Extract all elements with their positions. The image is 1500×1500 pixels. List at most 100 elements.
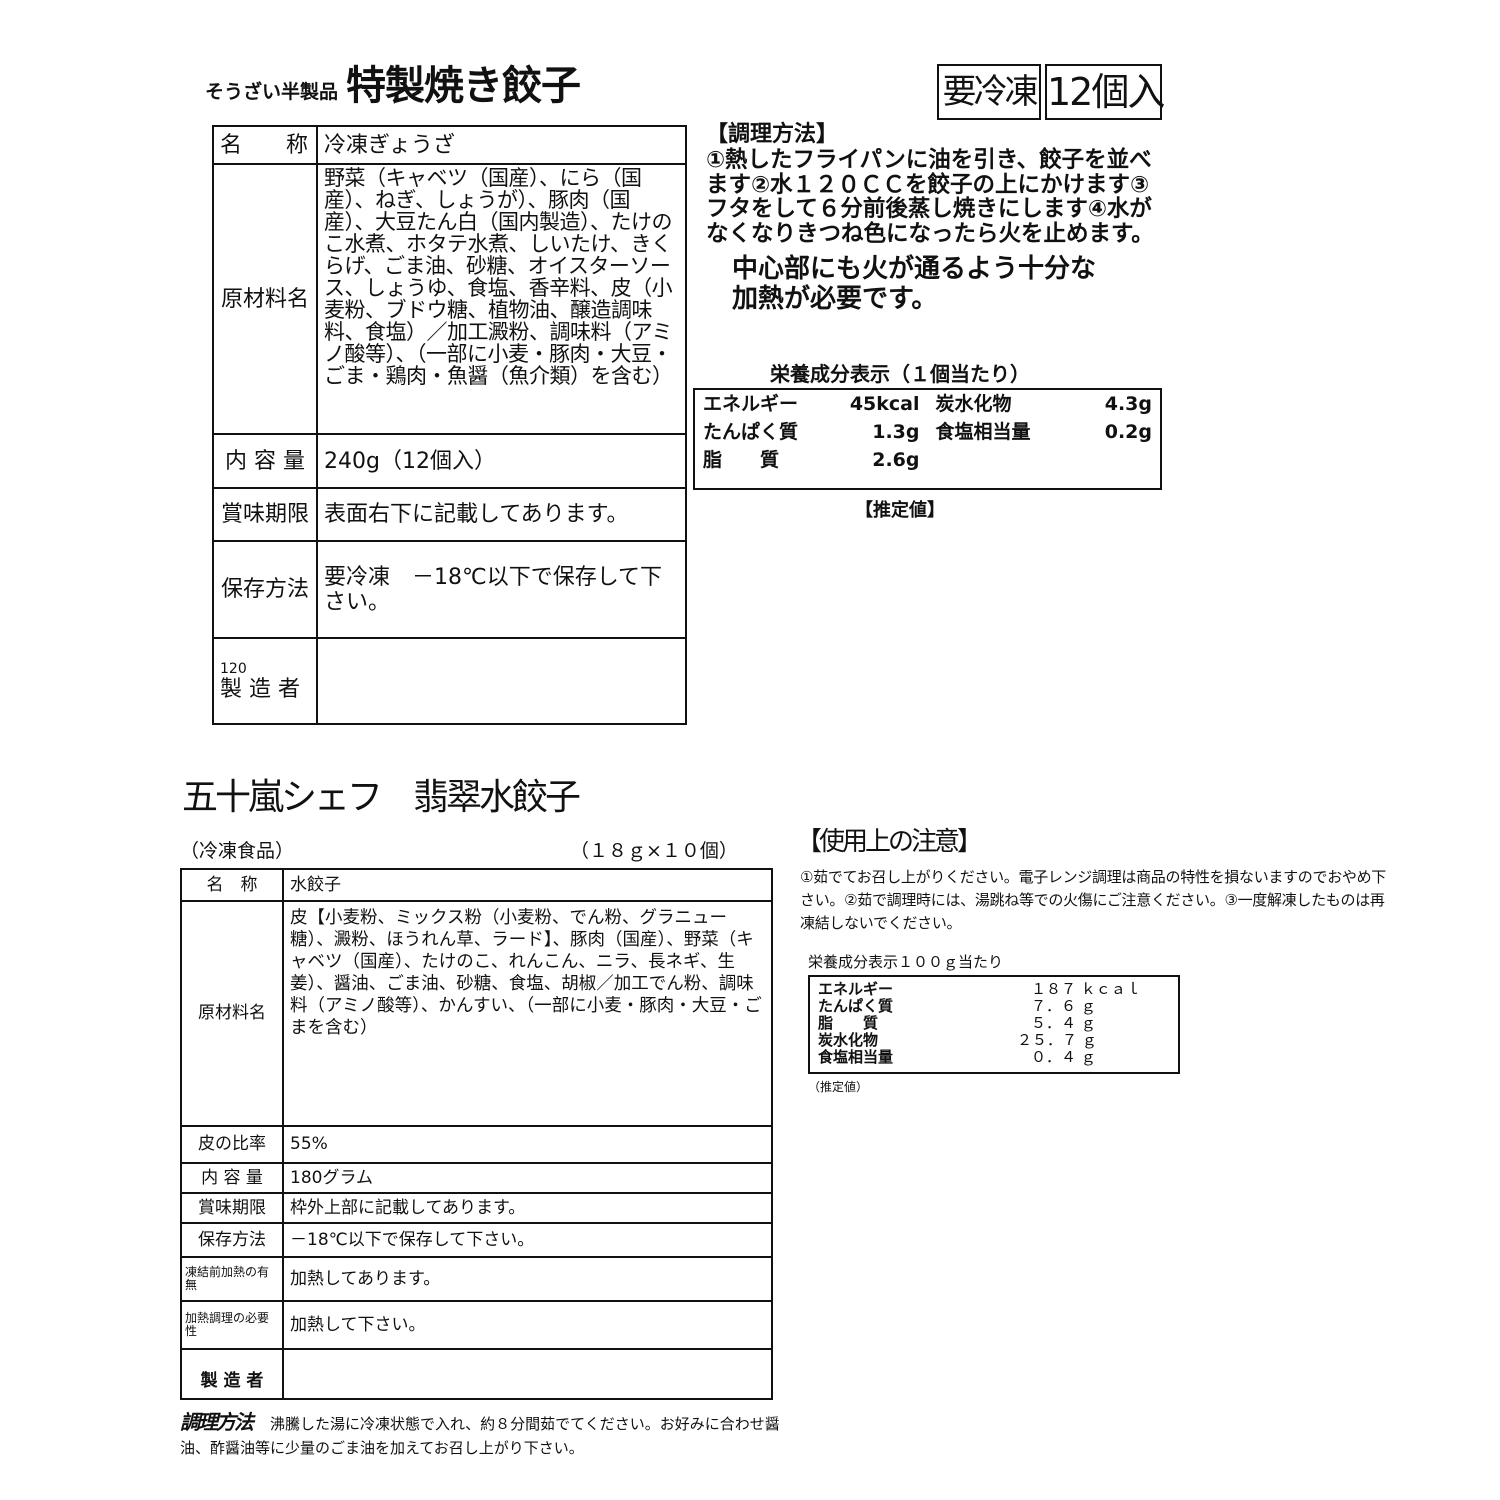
- nutrition-table: エネルギー １８７ ｋｃａｌ たんぱく質 ７．６ ｇ 脂 質 ５．４ ｇ 炭水化物 ２５…: [810, 981, 1149, 1066]
- nutrient-value: 45kcal: [849, 393, 920, 415]
- nutrient-name: 脂 質: [703, 449, 780, 471]
- cooking-heading: 【調理方法】: [706, 122, 839, 147]
- row-value: [282, 1348, 773, 1400]
- nutrient-name: エネルギー: [818, 980, 894, 998]
- table-row: 加熱調理の必要性加熱して下さい。: [180, 1300, 773, 1350]
- table-row: 賞味期限枠外上部に記載してあります。: [180, 1192, 773, 1224]
- nutrition-row: 炭水化物 ２５．７ ｇ: [810, 1032, 1149, 1049]
- nutrient-name: [928, 446, 1044, 474]
- row-label: 名 称: [180, 868, 284, 902]
- row-label: 製 造 者: [180, 1348, 284, 1400]
- row-label: 賞味期限: [180, 1192, 284, 1224]
- nutrition-row: たんぱく質 1.3g 食塩相当量 0.2g: [695, 418, 1160, 446]
- product1-subtitle: そうざい半製品: [205, 81, 339, 103]
- nutrition-row: エネルギー １８７ ｋｃａｌ: [810, 981, 1149, 998]
- nutrition-note: （推定値）: [808, 1080, 869, 1094]
- row-label: 原材料名: [180, 900, 284, 1127]
- table-row: 名 称水餃子: [180, 868, 773, 902]
- nutrition-table: エネルギー 45kcal 炭水化物 4.3g たんぱく質 1.3g 食塩相当量 0.2g 脂…: [695, 390, 1160, 474]
- cooking-text: 沸騰した湯に冷凍状態で入れ、約８分間茹でてください。お好みに合わせ醤油、酢醤油等…: [180, 1415, 780, 1457]
- row-value: 野菜（キャベツ（国産）、にら（国産）、ねぎ、しょうが）、豚肉（国産）、大豆たん白…: [316, 163, 687, 435]
- product2-title: 五十嵐シェフ 翡翠水餃子: [182, 777, 581, 818]
- nutrition-note: 【推定値】: [855, 500, 945, 521]
- row-label: 名 称: [212, 125, 318, 165]
- product2-cooking: 調理方法沸騰した湯に冷凍状態で入れ、約８分間茹でてください。お好みに合わせ醤油、…: [180, 1410, 780, 1460]
- row-label: 保存方法: [180, 1222, 284, 1258]
- badge-frozen: 要冷凍: [937, 64, 1041, 120]
- nutrition-row: 食塩相当量 ０．４ ｇ: [810, 1049, 1149, 1066]
- row-label-note: 120: [220, 660, 247, 677]
- nutrient-name: 食塩相当量: [935, 421, 1031, 443]
- nutrition-row: 脂 質 ５．４ ｇ: [810, 1015, 1149, 1032]
- product1-info-table: 名 称冷凍ぎょうざ 原材料名野菜（キャベツ（国産）、にら（国産）、ねぎ、しょうが…: [212, 125, 687, 725]
- nutrient-value: ２５．７ ｇ: [1017, 1031, 1097, 1049]
- product2-category: （冷凍食品）: [180, 840, 295, 862]
- table-row: 名 称冷凍ぎょうざ: [212, 125, 687, 165]
- row-label: 皮の比率: [180, 1125, 284, 1164]
- table-row: 凍結前加熱の有無加熱してあります。: [180, 1256, 773, 1302]
- nutrition-title: 栄養成分表示（１個当たり）: [770, 362, 1030, 386]
- product2-info-table: 名 称水餃子 原材料名皮【小麦粉、ミックス粉（小麦粉、でん粉、グラニュー糖）、澱…: [180, 868, 773, 1400]
- nutrient-value: [1044, 446, 1160, 474]
- nutrient-value: 0.2g: [1104, 421, 1152, 443]
- cooking-heading: 調理方法: [180, 1410, 254, 1434]
- row-label: 原材料名: [212, 163, 318, 435]
- nutrient-value: ５．４ ｇ: [1031, 1014, 1096, 1032]
- nutrient-name: エネルギー: [703, 393, 799, 415]
- row-value: 要冷凍 －18℃以下で保存して下さい。: [316, 540, 687, 639]
- badge-count: 12個入: [1045, 64, 1165, 120]
- table-row: 製 造 者: [180, 1348, 773, 1400]
- table-row: 原材料名皮【小麦粉、ミックス粉（小麦粉、でん粉、グラニュー糖）、澱粉、ほうれん草…: [180, 900, 773, 1127]
- cooking-section: 【調理方法】 ①熱したフライパンに油を引き、餃子を並べます②水１２０ＣＣを餃子の…: [706, 122, 1156, 314]
- product2-quantity: （１８ｇ×１０個）: [570, 840, 738, 862]
- nutrient-name: 食塩相当量: [818, 1048, 894, 1066]
- nutrient-name: たんぱく質: [703, 421, 799, 443]
- row-label: 賞味期限: [212, 487, 318, 542]
- caution-heading: 【使用上の注意】: [796, 827, 983, 857]
- row-label: 内 容 量: [180, 1162, 284, 1194]
- nutrient-name: 炭水化物: [818, 1031, 879, 1049]
- caution-section: 【使用上の注意】 ①茹でてお召し上がりください。電子レンジ調理は商品の特性を損な…: [796, 826, 1396, 935]
- row-value: [316, 637, 687, 725]
- row-value: 加熱して下さい。: [282, 1300, 773, 1350]
- nutrient-value: ７．６ ｇ: [1031, 997, 1096, 1015]
- row-label: 加熱調理の必要性: [180, 1300, 284, 1350]
- nutrition-row: たんぱく質 ７．６ ｇ: [810, 998, 1149, 1015]
- row-value: 表面右下に記載してあります。: [316, 487, 687, 542]
- row-value: 240g（12個入）: [316, 433, 687, 489]
- table-row: 原材料名野菜（キャベツ（国産）、にら（国産）、ねぎ、しょうが）、豚肉（国産）、大…: [212, 163, 687, 435]
- nutrient-value: ０．４ ｇ: [1031, 1048, 1096, 1066]
- row-value: 55%: [282, 1125, 773, 1164]
- nutrient-name: 脂 質: [818, 1014, 879, 1032]
- row-value: 枠外上部に記載してあります。: [282, 1192, 773, 1224]
- nutrient-name: たんぱく質: [818, 997, 894, 1015]
- row-value: －18℃以下で保存して下さい。: [282, 1222, 773, 1258]
- row-label: 製 造 者: [220, 676, 300, 702]
- nutrient-value: １８７ ｋｃａｌ: [1031, 980, 1141, 998]
- row-value: 加熱してあります。: [282, 1256, 773, 1302]
- row-value: 水餃子: [282, 868, 773, 902]
- nutrition-box: エネルギー １８７ ｋｃａｌ たんぱく質 ７．６ ｇ 脂 質 ５．４ ｇ 炭水化物 ２５…: [808, 975, 1180, 1074]
- table-row: 保存方法－18℃以下で保存して下さい。: [180, 1222, 773, 1258]
- caution-text: ①茹でてお召し上がりください。電子レンジ調理は商品の特性を損ないますのでおやめ下…: [800, 868, 1387, 932]
- row-value: 冷凍ぎょうざ: [316, 125, 687, 165]
- nutrition-box: エネルギー 45kcal 炭水化物 4.3g たんぱく質 1.3g 食塩相当量 0.2g 脂…: [693, 388, 1162, 490]
- cooking-text: ①熱したフライパンに油を引き、餃子を並べます②水１２０ＣＣを餃子の上にかけます③…: [706, 147, 1154, 247]
- nutrition-row: エネルギー 45kcal 炭水化物 4.3g: [695, 390, 1160, 418]
- row-label: 内 容 量: [212, 433, 318, 489]
- nutrition-title: 栄養成分表示１００ｇ当たり: [808, 953, 1004, 971]
- product1-heading: そうざい半製品 特製焼き餃子: [205, 62, 581, 110]
- product1-title: 特製焼き餃子: [346, 63, 581, 109]
- heating-warning: 中心部にも火が通るよう十分な加熱が必要です。: [732, 254, 1097, 314]
- table-row: 賞味期限表面右下に記載してあります。: [212, 487, 687, 542]
- row-value: 180グラム: [282, 1162, 773, 1194]
- table-row: 保存方法要冷凍 －18℃以下で保存して下さい。: [212, 540, 687, 639]
- nutrient-value: 1.3g: [872, 421, 920, 443]
- nutrient-name: 炭水化物: [935, 393, 1012, 415]
- nutrient-value: 4.3g: [1104, 393, 1152, 415]
